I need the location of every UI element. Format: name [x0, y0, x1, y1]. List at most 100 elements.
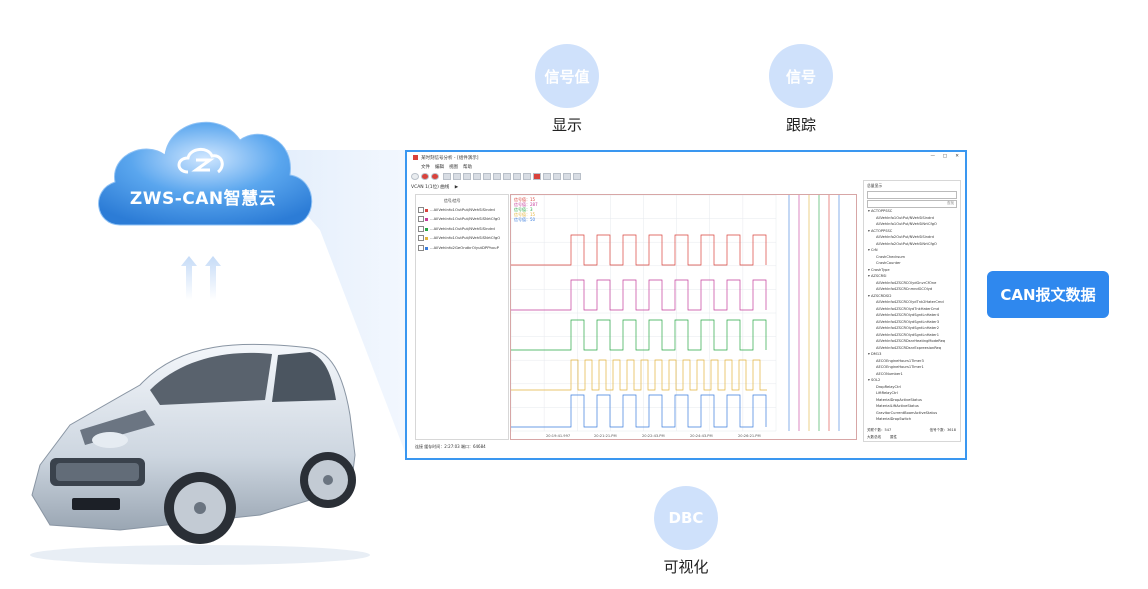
tool-button[interactable] [553, 173, 561, 180]
tree-item[interactable]: CrashChecksum [876, 254, 906, 259]
close-icon[interactable]: ✕ [955, 154, 959, 159]
signal-color-swatch [425, 217, 428, 221]
checkbox[interactable] [418, 235, 424, 241]
tree-item[interactable]: ▾ AZSCRDSI2 [868, 293, 892, 298]
tool-button[interactable] [483, 173, 491, 180]
suv-car-image [30, 343, 370, 565]
tree-item[interactable]: DropRelayCtrl [876, 384, 901, 389]
tree-item[interactable]: AECOEngineHours1Timer1 [876, 365, 924, 369]
signal-row[interactable]: ...AllVehInfo1OutPut/NVehSiSindrd [418, 226, 495, 232]
cloud-title: ZWS-CAN智慧云 [129, 189, 277, 209]
menu-item-help[interactable]: 帮助 [463, 165, 472, 170]
signal-color-swatch [425, 246, 428, 250]
time-tick-label: 20:24:43.PM [690, 434, 713, 438]
tree-item[interactable]: MaterialLiftActiveStatus [876, 404, 919, 408]
can-message-badge: CAN报文数据 [987, 271, 1109, 318]
tree-item[interactable]: AllVehInfo1OutPut/NVehSiSindrd [876, 215, 934, 220]
tree-item[interactable]: AllVehInfo1OutPut/NVehSiNrtCfgO [876, 222, 937, 226]
filter-combo[interactable] [867, 191, 957, 199]
tree-item[interactable]: LiftRelayCtrl [876, 391, 898, 395]
feature-dbc-visualize: DBC 可视化 [631, 486, 741, 577]
tree-item[interactable]: CrashCounter [876, 261, 901, 265]
tool-button[interactable] [573, 173, 581, 180]
feature-label: 可视化 [663, 558, 709, 576]
legend-value: 信号值：15 [514, 211, 536, 217]
signal-row[interactable]: ...AllVehInfo1OutPut/NVehSiSNrtCfgO [418, 235, 500, 241]
signal-row[interactable]: ...AllVehInfo2GeOndkrOlyutDPPhxuP [418, 245, 499, 251]
tool-button[interactable] [473, 173, 481, 180]
channel-selector[interactable]: VCAN 1(1位) 曲线 ▶ [411, 184, 531, 192]
tab-properties[interactable]: 属性 [890, 435, 897, 439]
tree-item[interactable]: ▾ SOL2 [868, 378, 881, 382]
checkbox[interactable] [418, 226, 424, 232]
tree-item[interactable]: AllVehInfo4ZSCROlydSgntLnHater3 [876, 319, 940, 324]
tool-button[interactable] [443, 173, 451, 180]
menu-item-file[interactable]: 文件 [421, 165, 430, 170]
tree-item[interactable]: ▾ ACTOPPSSC [868, 228, 893, 233]
tree-item[interactable]: ▾ CrN [868, 248, 878, 252]
signal-row[interactable]: ...AllVehInfo1OutPut/NVehSiSNrtCfgO [418, 216, 500, 222]
cloud-shape [98, 121, 313, 226]
play-icon[interactable]: ▶ [454, 185, 459, 190]
minimize-icon[interactable]: — [930, 154, 936, 159]
tool-button[interactable] [533, 173, 541, 180]
tree-item[interactable]: GravitorCurrentBoomActiveStatus [876, 410, 938, 415]
time-tick-label: 20:26:21.PM [738, 434, 761, 438]
maximize-icon[interactable]: □ [942, 154, 947, 159]
status-bar: 连接 缓存时间：2:27:03 端口：64684 [415, 444, 486, 449]
signal-waveform [511, 234, 767, 266]
feature-circle: DBC [654, 486, 718, 550]
tree-item[interactable]: AllVehInfo4ZSCRCnmndGCOlyd [876, 287, 933, 291]
tree-item[interactable]: AECOEngineHours1Timer3 [876, 358, 924, 363]
pause-button[interactable] [431, 173, 439, 180]
signal-row[interactable]: ...AllVehInfo1OutPut/NVehSiSindrd [418, 207, 495, 213]
tree-count-right: 信号个数：3618 [929, 428, 956, 432]
tree-item[interactable]: ▾ ACTOPPSSC [868, 209, 893, 213]
menu-bar: 文件 编辑 视图 帮助 [407, 164, 965, 172]
menu-item-edit[interactable]: 编辑 [435, 165, 444, 170]
tool-button[interactable] [513, 173, 521, 180]
channel-combo[interactable]: VCAN 1(1位) 曲线 [411, 185, 450, 190]
feature-signal-value-display: 信号值 显示 [512, 44, 622, 135]
tree-item[interactable]: ▾ AZSCRSI [868, 274, 887, 278]
checkbox[interactable] [418, 216, 424, 222]
tree-item[interactable]: MaterialDropActiveStatus [876, 397, 922, 402]
tool-button[interactable] [523, 173, 531, 180]
tree-item[interactable]: AllVehInfo4ZSCRDsnrHeatingModeReq [876, 339, 946, 343]
tree-item[interactable]: ▾ CrashType [868, 267, 890, 272]
tree-item[interactable]: AllVehInfo4ZSCROlydSgntLnHater4 [876, 313, 940, 317]
stop-button[interactable] [421, 173, 429, 180]
menu-item-view[interactable]: 视图 [449, 165, 458, 170]
signal-name: ...AllVehInfo1OutPut/NVehSiSindrd [430, 226, 495, 231]
legend-value: 信号值：287 [514, 201, 538, 207]
tree-item[interactable]: AllVehInfo2OutPut/NVehSiSindrd [876, 235, 934, 239]
record-button[interactable] [411, 173, 419, 180]
tool-button[interactable] [503, 173, 511, 180]
tool-button[interactable] [453, 173, 461, 180]
tree-item[interactable]: MaterialDropSwitch [876, 417, 912, 421]
upload-arrows-icon [181, 256, 221, 300]
signal-list-header: 信号/信号 [444, 198, 461, 203]
tool-button[interactable] [493, 173, 501, 180]
checkbox[interactable] [418, 245, 424, 251]
panel-title: 总量显示 [867, 183, 883, 188]
feature-circle: 信号 [769, 44, 833, 108]
tool-button[interactable] [563, 173, 571, 180]
tree-item[interactable]: AllVehInfo4ZSCRCOlydTnk2HaterCmd [876, 300, 944, 304]
tree-item[interactable]: AllVehInfo2OutPut/NVehSiNrtCfgO [876, 241, 937, 246]
tree-item[interactable]: AECONumber1 [876, 371, 903, 376]
tree-item[interactable]: AllVehInfo4ZSCRCOlydGnvrCfOne [876, 280, 937, 285]
tree-item[interactable]: AllVehInfo4ZSCROlydTnkHaterCmd [876, 306, 940, 311]
tree-item[interactable]: AllVehInfo4ZSCROlydSgntLnHater2 [876, 326, 940, 330]
checkbox[interactable] [418, 207, 424, 213]
tree-item[interactable]: ▾ DM13 [868, 352, 882, 356]
tool-button[interactable] [543, 173, 551, 180]
search-input[interactable]: 查找 [867, 200, 957, 208]
tree-item[interactable]: AllVehInfo4ZSCROlydSgntLnHater1 [876, 332, 940, 337]
tab-bus[interactable]: 大数总线 [867, 435, 881, 439]
tool-button[interactable] [463, 173, 471, 180]
legend-value: 信号值：15 [514, 196, 536, 202]
tree-item[interactable]: AllVehInfo4ZSCRDsnrExpreesionReq [876, 345, 942, 350]
